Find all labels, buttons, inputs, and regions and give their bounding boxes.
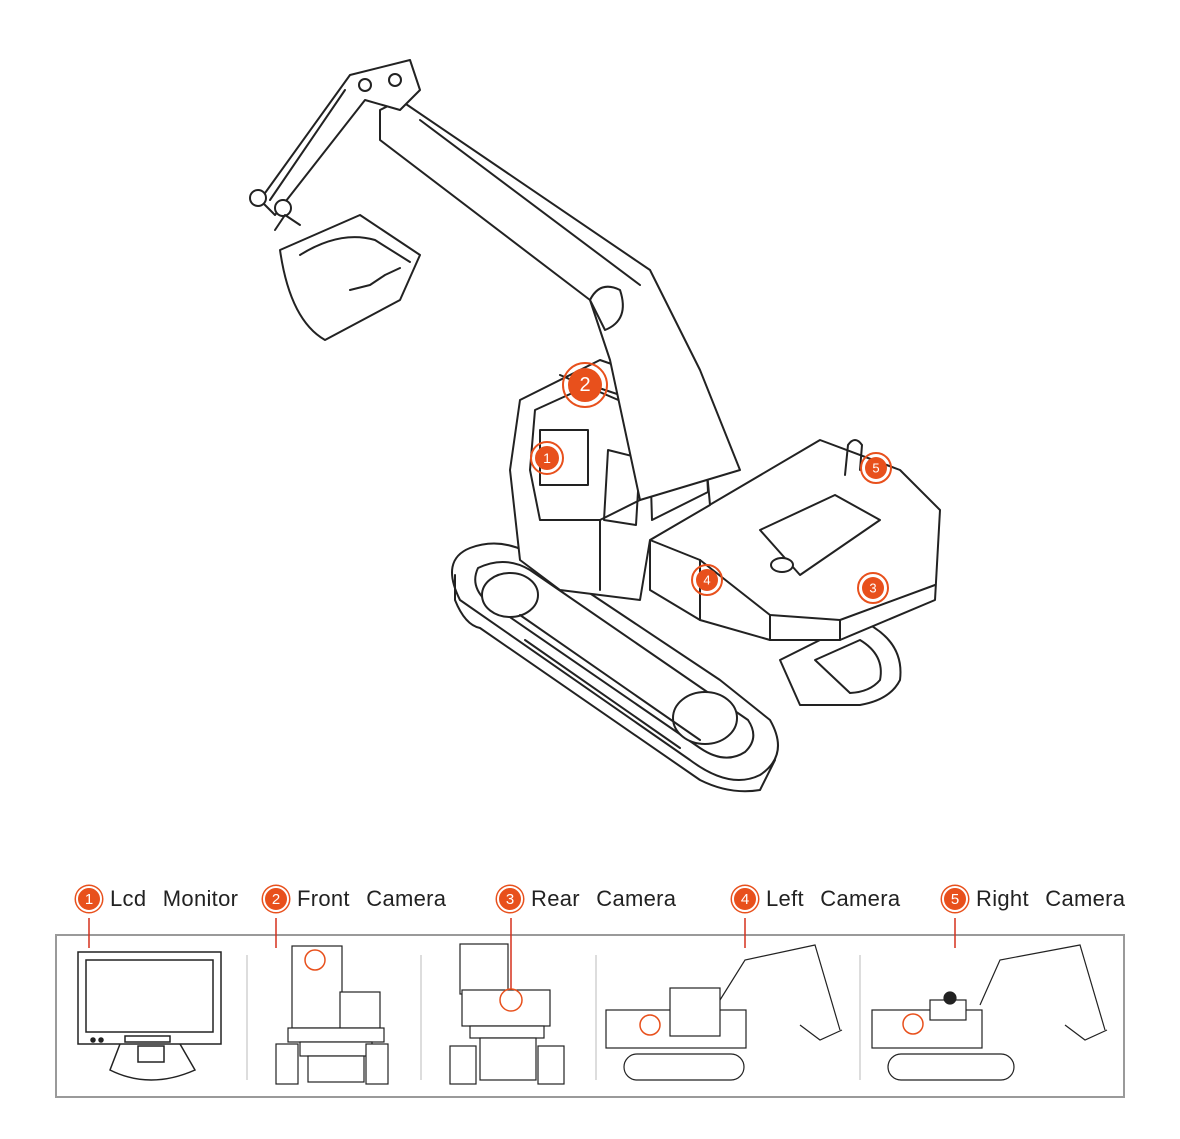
legend-label-4: Left Camera [766,886,901,911]
legend-label-3: Rear Camera [531,886,677,911]
rear-track [779,619,902,706]
legend-number-4: 4 [732,886,758,912]
callout-marker-2: 2 [562,362,608,408]
bucket [274,214,421,341]
legend-number-1: 1 [76,886,102,912]
legend-item-front-camera: 2 Front Camera [263,882,446,916]
callout-number-4: 4 [703,573,710,588]
callout-number-3: 3 [869,581,876,596]
legend-item-lcd-monitor: 1 Lcd Monitor [76,882,238,916]
excavator-left-side-view [605,944,843,1081]
stick [249,59,421,217]
callout-marker-1: 1 [530,441,564,475]
legend-number-2: 2 [263,886,289,912]
callout-number-2: 2 [579,374,590,396]
callout-number-5: 5 [872,461,879,476]
monitor-thumbnail [77,951,222,1081]
legend-item-rear-camera: 3 Rear Camera [497,882,676,916]
callout-marker-4: 4 [691,564,723,596]
legend-label-5: Right Camera [976,886,1126,911]
callout-marker-5: 5 [860,452,892,484]
legend-number-5: 5 [942,886,968,912]
callout-number-1: 1 [543,450,551,466]
callout-markers: 1 2 3 4 5 [530,362,892,604]
legend-item-right-camera: 5 Right Camera [942,882,1125,916]
excavator-right-side-view [871,944,1108,1081]
excavator-rear-view [449,943,565,1085]
legend-item-left-camera: 4 Left Camera [732,882,900,916]
legend-label-2: Front Camera [297,886,447,911]
legend-number-3: 3 [497,886,523,912]
callout-marker-3: 3 [857,572,889,604]
excavator-illustration [249,59,941,793]
excavator-front-view [275,945,389,1085]
legend-label-1: Lcd Monitor [110,886,239,911]
legend-panel [55,918,1125,1098]
